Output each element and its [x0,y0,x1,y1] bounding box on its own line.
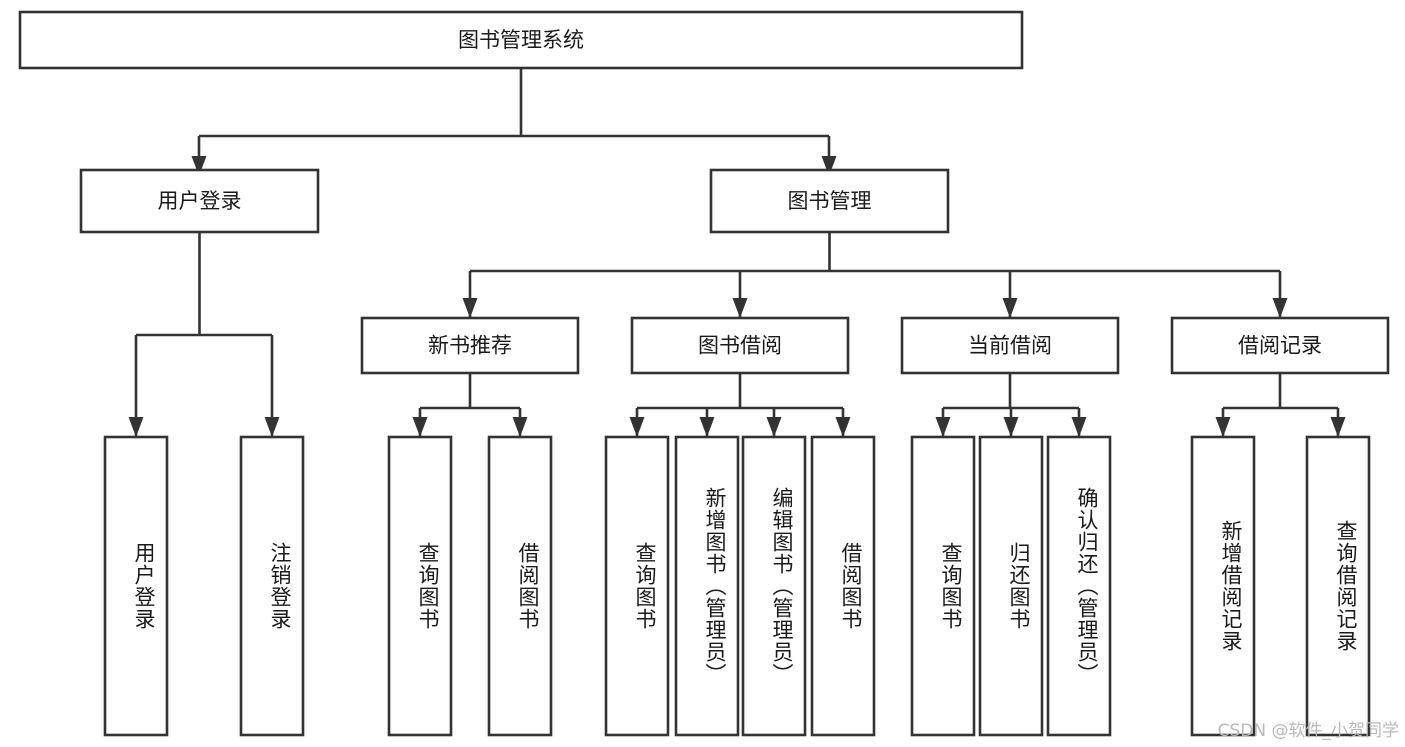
node-user-login-do[interactable]: 用户登录 [103,435,169,737]
arrow-head-icon [766,417,782,437]
arrow-head-icon [821,156,837,176]
node-box-borrow-edit-book[interactable] [741,435,807,737]
node-borrow-query-book[interactable]: 查询图书 [604,435,670,737]
node-box-borrow-add-book[interactable] [674,435,740,737]
node-borrow-records[interactable]: 借阅记录 [1170,316,1390,375]
node-label-borrow-borrow-book: 借阅图书 [839,542,863,630]
connector-edges [128,68,1346,437]
arrow-head-icon [412,417,428,437]
node-label-book-borrow: 图书借阅 [698,334,782,358]
arrow-head-icon [1215,417,1231,437]
node-box-borrow-query-book[interactable] [604,435,670,737]
node-boxes: 图书管理系统用户登录用户登录注销登录图书管理新书推荐查询图书借阅图书图书借阅查询… [18,10,1390,737]
node-current-query-book[interactable]: 查询图书 [910,435,976,737]
node-box-user-login[interactable] [79,168,320,234]
node-label-current-confirm-return: 确认归还（管理员） [1075,487,1099,685]
arrow-head-icon [1272,298,1288,318]
node-label-root: 图书管理系统 [458,28,584,52]
node-book-management[interactable]: 图书管理 [709,168,950,234]
arrow-head-icon [935,417,951,437]
node-box-book-borrow[interactable] [630,316,850,375]
node-root[interactable]: 图书管理系统 [18,10,1024,70]
arrow-head-icon [1002,298,1018,318]
node-box-borrow-records[interactable] [1170,316,1390,375]
arrow-head-icon [835,417,851,437]
node-label-user-logout: 注销登录 [268,542,292,630]
node-label-recommend-query-book: 查询图书 [416,542,440,630]
arrow-head-icon [512,417,528,437]
node-user-logout[interactable]: 注销登录 [239,435,305,737]
node-box-user-logout[interactable] [239,435,305,737]
node-label-borrow-records: 借阅记录 [1238,334,1322,358]
node-label-records-add: 新增借阅记录 [1219,520,1243,652]
node-box-records-query[interactable] [1305,435,1371,737]
node-borrow-borrow-book[interactable]: 借阅图书 [810,435,876,737]
node-new-book-recommend[interactable]: 新书推荐 [360,316,580,375]
node-label-borrow-query-book: 查询图书 [633,542,657,630]
node-box-root[interactable] [18,10,1024,70]
node-label-borrow-add-book: 新增图书（管理员） [703,487,727,685]
node-label-user-login: 用户登录 [158,189,242,213]
arrow-head-icon [732,298,748,318]
node-box-current-return-book[interactable] [978,435,1044,737]
node-label-records-query: 查询借阅记录 [1334,520,1358,652]
node-label-borrow-edit-book: 编辑图书（管理员） [770,487,794,685]
node-records-add[interactable]: 新增借阅记录 [1190,435,1256,737]
node-current-return-book[interactable]: 归还图书 [978,435,1044,737]
arrow-head-icon [462,298,478,318]
arrow-head-icon [128,417,144,437]
arrow-head-icon [1330,417,1346,437]
node-box-records-add[interactable] [1190,435,1256,737]
arrow-head-icon [629,417,645,437]
node-label-current-return-book: 归还图书 [1007,542,1031,630]
node-records-query[interactable]: 查询借阅记录 [1305,435,1371,737]
node-label-new-book-recommend: 新书推荐 [428,334,512,358]
arrow-head-icon [699,417,715,437]
node-label-book-management: 图书管理 [788,189,872,213]
arrow-head-icon [1071,417,1087,437]
arrow-head-icon [1003,417,1019,437]
node-box-new-book-recommend[interactable] [360,316,580,375]
node-label-user-login-do: 用户登录 [132,542,156,630]
node-borrow-edit-book[interactable]: 编辑图书（管理员） [741,435,807,737]
node-current-confirm-return[interactable]: 确认归还（管理员） [1046,435,1112,737]
node-book-borrow[interactable]: 图书借阅 [630,316,850,375]
node-box-current-borrow[interactable] [900,316,1120,375]
node-label-current-borrow: 当前借阅 [968,334,1052,358]
node-box-book-management[interactable] [709,168,950,234]
node-box-borrow-borrow-book[interactable] [810,435,876,737]
node-current-borrow[interactable]: 当前借阅 [900,316,1120,375]
node-recommend-borrow-book[interactable]: 借阅图书 [487,435,553,737]
node-recommend-query-book[interactable]: 查询图书 [387,435,453,737]
arrow-head-icon [191,156,207,176]
node-box-user-login-do[interactable] [103,435,169,737]
node-label-recommend-borrow-book: 借阅图书 [516,542,540,630]
node-box-current-query-book[interactable] [910,435,976,737]
node-label-current-query-book: 查询图书 [939,542,963,630]
node-box-recommend-borrow-book[interactable] [487,435,553,737]
node-user-login[interactable]: 用户登录 [79,168,320,234]
arrow-head-icon [264,417,280,437]
node-box-recommend-query-book[interactable] [387,435,453,737]
node-borrow-add-book[interactable]: 新增图书（管理员） [674,435,740,737]
node-box-current-confirm-return[interactable] [1046,435,1112,737]
